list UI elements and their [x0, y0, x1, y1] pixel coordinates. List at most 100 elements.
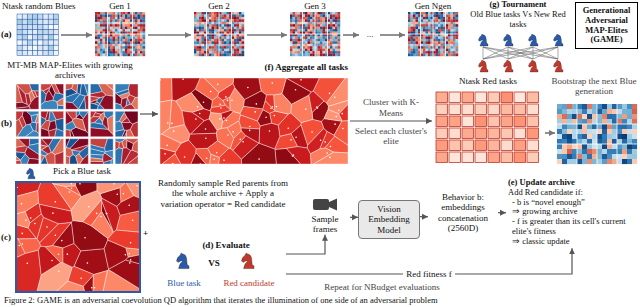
population-pixel [320, 41, 323, 44]
population-pixel [448, 17, 451, 20]
population-pixel [242, 29, 245, 32]
population-pixel [421, 19, 424, 22]
population-pixel [103, 17, 106, 20]
population-pixel [426, 27, 429, 30]
blue-cell [38, 19, 43, 24]
archive-cell [90, 145, 105, 153]
red-task-cell [501, 116, 513, 127]
population-pixel [438, 39, 441, 42]
population-pixel [428, 39, 431, 42]
population-pixel [320, 14, 323, 17]
population-pixel [323, 24, 326, 27]
population-pixel [113, 36, 116, 39]
population-pixel [328, 29, 331, 32]
red-task-cell [527, 92, 539, 103]
population-pixel [411, 27, 414, 30]
population-pixel [318, 12, 321, 15]
red-task-cell [501, 92, 513, 103]
archive-cell [16, 111, 23, 120]
blue-population-pixel [562, 154, 567, 159]
population-pixel [295, 54, 298, 57]
population-pixel [298, 19, 301, 22]
population-pixel [333, 39, 336, 42]
population-pixel [234, 46, 237, 49]
population-pixel [308, 41, 311, 44]
archive-cell [105, 139, 114, 152]
population-pixel [222, 24, 225, 27]
blue-population-pixel [562, 119, 567, 124]
population-pixel [232, 29, 235, 32]
population-pixel [408, 36, 411, 39]
population-pixel [308, 46, 311, 49]
population-pixel [214, 27, 217, 30]
population-pixel [303, 12, 306, 15]
population-pixel [224, 27, 227, 30]
population-pixel [199, 27, 202, 30]
population-pixel [115, 49, 118, 52]
population-pixel [453, 41, 456, 44]
population-pixel [413, 29, 416, 32]
population-pixel [448, 54, 451, 57]
cell-centroid [249, 130, 251, 132]
match-line [483, 47, 533, 59]
archive-cell [105, 150, 113, 158]
blue-population-pixel [582, 134, 587, 139]
population-pixel [416, 24, 419, 27]
population-pixel [333, 49, 336, 52]
population-pixel [421, 12, 424, 15]
flow-arrow [343, 34, 359, 36]
population-pixel [227, 54, 230, 57]
population-pixel [98, 12, 101, 15]
knight-icon [503, 60, 513, 72]
population-pixel [328, 12, 331, 15]
population-pixel [293, 39, 296, 42]
population-pixel [138, 12, 141, 15]
population-pixel [433, 29, 436, 32]
population-pixel [128, 17, 131, 20]
population-pixel [239, 46, 242, 49]
population-pixel [451, 12, 454, 15]
population-pixel [115, 41, 118, 44]
population-pixel [413, 54, 416, 57]
population-pixel [428, 27, 431, 30]
population-pixel [305, 27, 308, 30]
population-pixel [125, 36, 128, 39]
population-pixel [428, 12, 431, 15]
population-pixel [456, 17, 459, 20]
match-line [533, 47, 558, 59]
population-pixel [110, 46, 113, 49]
population-pixel [194, 46, 197, 49]
blue-cell [17, 19, 22, 24]
archive-cell [79, 146, 88, 159]
cell-centroid [342, 128, 344, 130]
population-pixel [320, 27, 323, 30]
population-pixel [411, 36, 414, 39]
population-pixel [446, 14, 449, 17]
blue-population-pixel [562, 124, 567, 129]
population-pixel [120, 51, 123, 54]
population-pixel [103, 24, 106, 27]
population-pixel [453, 12, 456, 15]
population-pixel [441, 27, 444, 30]
population-pixel [416, 46, 419, 49]
population-pixel [135, 19, 138, 22]
population-pixel [320, 29, 323, 32]
population-pixel [199, 24, 202, 27]
population-pixel [110, 14, 113, 17]
population-pixel [239, 49, 242, 52]
population-pixel [426, 17, 429, 20]
blue-population-pixel [557, 109, 562, 114]
population-pixel [295, 27, 298, 30]
flow-arrow [148, 34, 191, 36]
cell-centroid [171, 123, 173, 125]
population-pixel [98, 49, 101, 52]
population-pixel [227, 14, 230, 17]
population-pixel [423, 12, 426, 15]
population-pixel [143, 54, 146, 57]
population-pixel [315, 14, 318, 17]
blue-cell [22, 14, 27, 19]
population-pixel [232, 36, 235, 39]
population-pixel [100, 41, 103, 44]
population-image [194, 12, 244, 56]
population-pixel [232, 24, 235, 27]
